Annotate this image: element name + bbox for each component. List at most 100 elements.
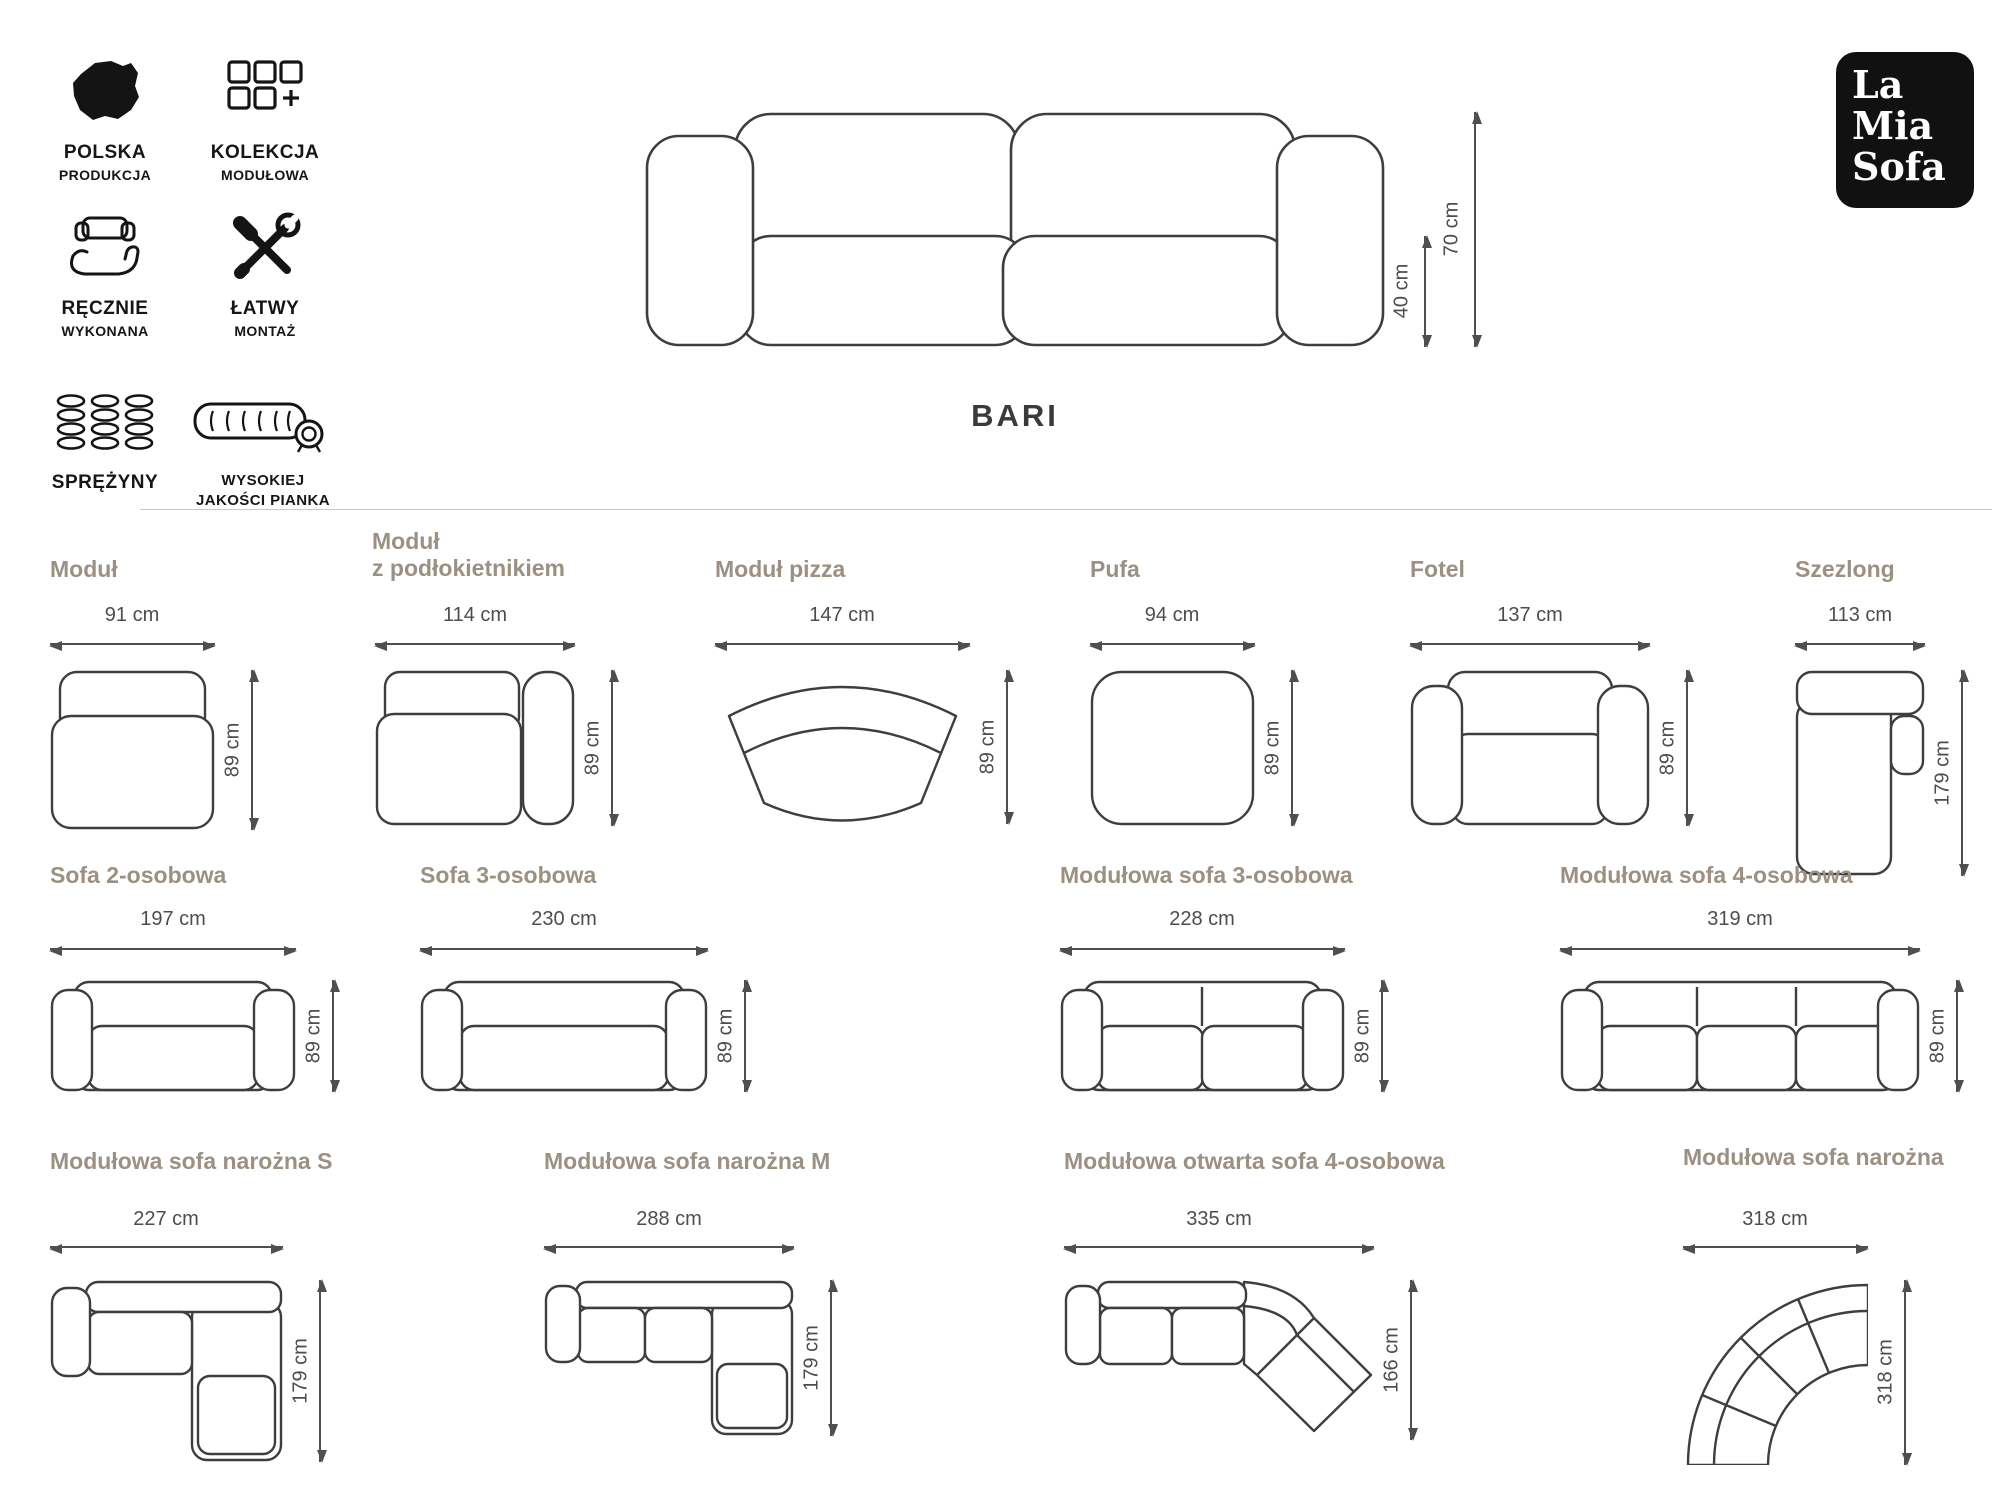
drawing-szezlong bbox=[1795, 670, 1925, 876]
feature-kolekcja-modulowa: KOLEKCJA MODUŁOWA bbox=[190, 50, 340, 183]
module-name: Modułowa otwarta sofa 4-osobowa bbox=[1064, 1148, 1445, 1174]
drawing-pufa bbox=[1090, 670, 1255, 826]
module-width-dim: 197 cm bbox=[140, 908, 206, 930]
height-dim-arrow bbox=[1408, 1279, 1418, 1441]
module-width-dim: 94 cm bbox=[1144, 604, 1200, 626]
module-name: Pufa bbox=[1090, 556, 1140, 582]
width-dim-arrow bbox=[714, 641, 971, 651]
module-width-dim: 288 cm bbox=[636, 1208, 702, 1230]
drawing-sofa-3-osobowa bbox=[420, 980, 708, 1092]
easy-assembly-icon bbox=[190, 206, 340, 290]
module-width-dim: 227 cm bbox=[133, 1208, 199, 1230]
module-height-dim: 89 cm bbox=[1351, 1008, 1374, 1064]
module-width-dim: 113 cm bbox=[1827, 604, 1893, 626]
height-dim-arrow bbox=[742, 979, 752, 1093]
module-height-dim: 89 cm bbox=[1656, 720, 1679, 776]
hero-total-height-dim: 70 cm bbox=[1440, 201, 1463, 257]
drawing-otwarta-4-osobowa bbox=[1064, 1280, 1373, 1433]
module-name: Modułowa sofa 3-osobowa bbox=[1060, 862, 1353, 888]
module-name: Sofa 3-osobowa bbox=[420, 862, 597, 888]
height-dim-arrow bbox=[1289, 669, 1299, 827]
module-name: Modułowa sofa narożna M bbox=[544, 1148, 831, 1174]
width-dim-arrow bbox=[419, 946, 709, 956]
product-title: BARI bbox=[971, 398, 1059, 433]
feature-recznie-wykonana: RĘCZNIE WYKONANA bbox=[35, 206, 175, 339]
feature-latwy-montaz: ŁATWY MONTAŻ bbox=[190, 206, 340, 339]
height-dim-arrow bbox=[1959, 669, 1969, 877]
height-dim-arrow bbox=[828, 1279, 838, 1437]
handmade-icon bbox=[35, 206, 175, 290]
height-dim-arrow bbox=[249, 669, 259, 831]
width-dim-arrow bbox=[49, 641, 216, 651]
drawing-modul-pizza bbox=[727, 685, 958, 822]
modular-collection-icon bbox=[190, 50, 340, 134]
brand-line-1: La bbox=[1852, 62, 1904, 107]
brand-line-2: Mia bbox=[1852, 103, 1934, 149]
width-dim-arrow bbox=[1063, 1244, 1375, 1254]
module-width-dim: 137 cm bbox=[1497, 604, 1563, 626]
width-dim-arrow bbox=[49, 1244, 284, 1254]
module-height-dim: 89 cm bbox=[221, 722, 244, 778]
module-height-dim: 179 cm bbox=[1931, 740, 1954, 806]
module-name: Fotel bbox=[1410, 556, 1465, 582]
module-name: Szezlong bbox=[1795, 556, 1895, 582]
hero-seat-height-arrow bbox=[1422, 235, 1432, 348]
drawing-modul bbox=[50, 670, 215, 830]
feature-sublabel: MONTAŻ bbox=[234, 323, 296, 339]
feature-label: ŁATWY bbox=[230, 298, 300, 319]
feature-sprezyny: SPRĘŻYNY bbox=[35, 380, 175, 497]
module-height-dim: 89 cm bbox=[1926, 1008, 1949, 1064]
feature-label: POLSKA bbox=[63, 142, 147, 163]
hero-sofa-drawing bbox=[645, 112, 1385, 347]
height-dim-arrow bbox=[317, 1279, 327, 1463]
feature-pianka: WYSOKIEJ JAKOŚCI PIANKA bbox=[168, 380, 358, 509]
module-name: Modułowa sofa narożna S bbox=[50, 1148, 333, 1174]
drawing-modul-z-podlokietnikiem bbox=[375, 670, 575, 826]
width-dim-arrow bbox=[1559, 946, 1921, 956]
module-name: Moduł z podłokietnikiem bbox=[372, 528, 565, 582]
width-dim-arrow bbox=[1794, 641, 1926, 651]
brand-logo: La Mia Sofa bbox=[1836, 52, 1974, 208]
module-width-dim: 319 cm bbox=[1707, 908, 1773, 930]
module-width-dim: 335 cm bbox=[1186, 1208, 1252, 1230]
divider-line bbox=[140, 509, 1992, 510]
width-dim-arrow bbox=[374, 641, 576, 651]
height-dim-arrow bbox=[330, 979, 340, 1093]
width-dim-arrow bbox=[1409, 641, 1651, 651]
drawing-narozna-s bbox=[50, 1280, 283, 1462]
feature-sublabel: JAKOŚCI PIANKA bbox=[196, 492, 330, 509]
width-dim-arrow bbox=[543, 1244, 795, 1254]
brand-line-3: Sofa bbox=[1852, 144, 1946, 190]
height-dim-arrow bbox=[1004, 669, 1014, 825]
width-dim-arrow bbox=[49, 946, 297, 956]
module-width-dim: 91 cm bbox=[104, 604, 160, 626]
hero-total-height-arrow bbox=[1472, 111, 1482, 348]
module-height-dim: 89 cm bbox=[1261, 720, 1284, 776]
module-width-dim: 228 cm bbox=[1169, 908, 1235, 930]
feature-sublabel: WYKONANA bbox=[61, 323, 149, 339]
module-name: Moduł bbox=[50, 556, 118, 582]
height-dim-arrow bbox=[1954, 979, 1964, 1093]
drawing-narozna bbox=[1686, 1283, 1868, 1465]
module-name: Moduł pizza bbox=[715, 556, 846, 582]
hero-seat-height-dim: 40 cm bbox=[1390, 263, 1413, 319]
module-height-dim: 166 cm bbox=[1380, 1327, 1403, 1393]
foam-quality-icon bbox=[168, 380, 358, 464]
module-height-dim: 89 cm bbox=[581, 720, 604, 776]
module-height-dim: 89 cm bbox=[714, 1008, 737, 1064]
poland-map-icon bbox=[35, 50, 175, 134]
module-height-dim: 179 cm bbox=[800, 1325, 823, 1391]
module-name: Sofa 2-osobowa bbox=[50, 862, 227, 888]
module-width-dim: 114 cm bbox=[442, 604, 508, 626]
feature-sublabel: PRODUKCJA bbox=[58, 167, 152, 183]
module-name: Modułowa sofa 4-osobowa bbox=[1560, 862, 1853, 888]
module-height-dim: 179 cm bbox=[289, 1338, 312, 1404]
drawing-narozna-m bbox=[544, 1280, 794, 1436]
module-height-dim: 318 cm bbox=[1874, 1339, 1897, 1405]
module-width-dim: 147 cm bbox=[809, 604, 875, 626]
height-dim-arrow bbox=[609, 669, 619, 827]
width-dim-arrow bbox=[1089, 641, 1256, 651]
feature-label: KOLEKCJA bbox=[210, 142, 320, 163]
height-dim-arrow bbox=[1902, 1279, 1912, 1466]
